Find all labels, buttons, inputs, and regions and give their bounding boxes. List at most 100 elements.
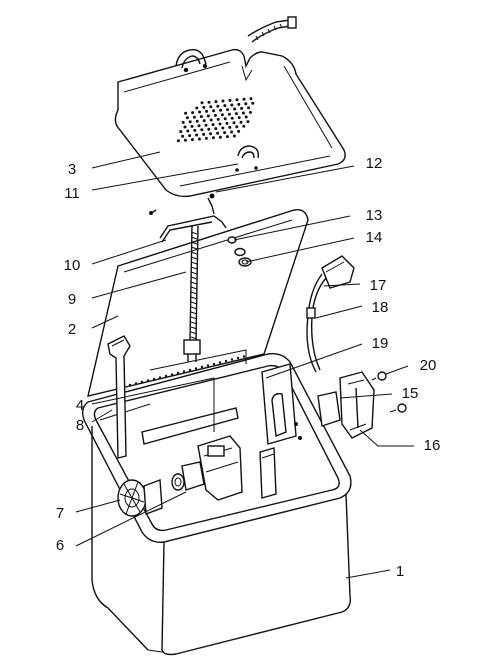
ledge-dot	[206, 364, 210, 367]
callout-3: 3	[68, 161, 76, 178]
cord-coil-mark	[190, 281, 198, 285]
vent-hole	[218, 135, 222, 139]
vent-hole	[192, 115, 196, 119]
vent-hole	[207, 127, 211, 131]
lid-cover	[114, 16, 346, 198]
cord-coil-mark	[190, 306, 198, 310]
ledge-dot	[146, 379, 150, 382]
vent-hole	[197, 137, 201, 141]
vent-hole	[230, 130, 234, 134]
cord-coil-mark	[190, 311, 198, 315]
vent-hole	[244, 115, 248, 119]
filter-impeller	[117, 479, 163, 517]
callout-11: 11	[64, 185, 80, 202]
vent-hole	[251, 101, 255, 105]
callout-13: 13	[366, 207, 383, 224]
vent-hole	[200, 101, 204, 105]
cord-coil-mark	[190, 326, 198, 330]
vent-hole	[184, 111, 188, 115]
tank-ledge	[116, 355, 246, 390]
ledge-dot	[218, 361, 222, 364]
vent-hole	[241, 111, 245, 115]
vent-hole	[195, 106, 199, 110]
cord-coil-mark	[190, 286, 198, 290]
vent-hole	[237, 102, 241, 106]
vent-hole	[186, 129, 190, 133]
vent-hole	[198, 110, 202, 114]
callout-14: 14	[366, 229, 383, 246]
vent-hole	[209, 118, 213, 122]
vent-hole	[197, 124, 201, 128]
vent-hole	[183, 138, 187, 142]
vent-hole	[193, 128, 197, 132]
ledge-dot	[182, 370, 186, 373]
cord-coil-mark	[190, 291, 198, 295]
cord-coil-mark	[190, 246, 198, 250]
vent-hole	[202, 105, 206, 109]
vent-hole	[188, 120, 192, 124]
cord-coil-mark	[190, 231, 198, 235]
vent-hole	[223, 104, 227, 108]
vent-hole	[214, 100, 218, 104]
cord-coil-mark	[190, 301, 198, 305]
vent-hole	[223, 131, 227, 135]
callout-17: 17	[370, 277, 387, 294]
pump-assembly	[171, 435, 243, 501]
vent-hole	[195, 133, 199, 137]
vent-hole	[228, 98, 232, 102]
vent-hole	[212, 109, 216, 113]
vent-hole	[226, 108, 230, 112]
vent-hole	[188, 134, 192, 138]
vent-hole	[183, 125, 187, 129]
ledge-dot	[176, 371, 180, 375]
vent-hole	[218, 122, 222, 126]
vent-hole	[209, 105, 213, 109]
vent-hole	[206, 114, 210, 118]
support-post	[259, 447, 277, 499]
vent-hole	[233, 107, 237, 111]
vent-hole	[237, 116, 241, 120]
vent-hole	[249, 97, 253, 101]
vent-hole	[242, 97, 246, 101]
vent-hole	[221, 126, 225, 130]
vent-hole	[230, 116, 234, 120]
cord-coil-mark	[190, 336, 198, 340]
vent-hole	[190, 124, 194, 128]
lid-vent-holes	[176, 97, 255, 143]
ledge-dot	[134, 382, 138, 385]
holder-arm	[107, 335, 131, 459]
vent-hole	[223, 117, 227, 121]
vent-hole	[232, 134, 236, 138]
callout-2: 2	[68, 321, 76, 338]
cord-coil-mark	[190, 241, 198, 245]
vent-hole	[220, 113, 224, 117]
vent-hole	[237, 129, 241, 133]
vent-hole	[211, 123, 215, 127]
callout-6: 6	[56, 537, 64, 554]
vent-hole	[235, 98, 239, 102]
vent-hole	[209, 132, 213, 136]
vent-hole	[230, 103, 234, 107]
callout-10: 10	[64, 257, 81, 274]
callout-8: 8	[76, 417, 84, 434]
vent-hole	[202, 119, 206, 123]
hinge-bracket	[149, 193, 227, 243]
ledge-dot	[224, 359, 228, 363]
ledge-dot	[170, 373, 174, 376]
cord-coil-mark	[190, 316, 198, 320]
ledge-dot	[200, 365, 204, 369]
vent-hole	[204, 136, 208, 140]
vent-hole	[240, 106, 244, 110]
cord-coil-mark	[190, 276, 198, 280]
vent-hole	[239, 120, 243, 124]
vent-hole	[227, 112, 231, 116]
vent-hole	[200, 128, 204, 132]
vent-hole	[202, 132, 206, 136]
callout-18: 18	[372, 299, 389, 316]
ledge-dot	[128, 383, 132, 387]
cord-coil-mark	[190, 261, 198, 265]
vent-hole	[179, 130, 183, 134]
callout-20: 20	[420, 357, 437, 374]
vent-hole	[235, 125, 239, 129]
